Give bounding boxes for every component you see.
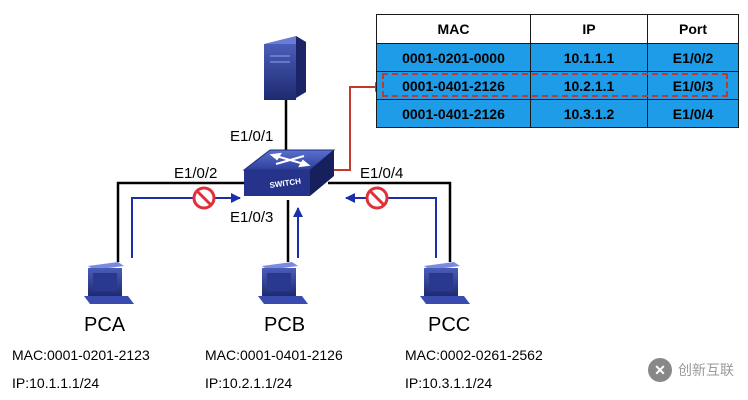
switch-icon: SWITCH: [242, 149, 336, 196]
flow-arrow-pcc: [345, 193, 437, 258]
column-header-port: Port: [647, 14, 739, 44]
table-header-row: MAC IP Port: [376, 14, 739, 44]
pc-icon: [258, 262, 308, 304]
port-label-server: E1/0/1: [230, 128, 274, 145]
host-ip-pca: IP:10.1.1.1/24: [12, 375, 100, 391]
host-mac-pcc: MAC:0002-0261-2562: [405, 347, 543, 363]
cell-mac: 0001-0201-0000: [376, 43, 531, 72]
host-name-pca: PCA: [84, 314, 126, 336]
watermark-text: 创新互联: [678, 362, 734, 378]
table-row: 0001-0401-2126 10.3.1.2 E1/0/4: [376, 99, 739, 128]
pc-icon: [84, 262, 134, 304]
watermark-logo-icon: ✕: [648, 358, 672, 382]
host-ip-pcb: IP:10.2.1.1/24: [205, 375, 293, 391]
cable-pcc: [328, 181, 452, 262]
cables: [116, 100, 452, 262]
host-name-pcb: PCB: [264, 314, 306, 336]
host-mac-pca: MAC:0001-0201-2123: [12, 347, 150, 363]
cell-mac: 0001-0401-2126: [376, 71, 531, 100]
block-icon: [192, 186, 216, 210]
flow-arrows: [131, 193, 437, 258]
cable-pca: [116, 181, 246, 262]
cell-port: E1/0/2: [647, 43, 739, 72]
server-icon: [264, 36, 306, 100]
pc-icon: [420, 262, 470, 304]
cell-port: E1/0/3: [647, 71, 739, 100]
port-label-pca: E1/0/2: [174, 165, 218, 182]
column-header-ip: IP: [530, 14, 648, 44]
cell-mac: 0001-0401-2126: [376, 99, 531, 128]
host-name-pcc: PCC: [428, 314, 471, 336]
cell-ip: 10.2.1.1: [530, 71, 648, 100]
flow-arrow-pca: [131, 193, 241, 258]
table-row-highlighted: 0001-0401-2126 10.2.1.1 E1/0/3: [376, 71, 739, 100]
watermark: ✕ 创新互联: [648, 358, 734, 382]
lookup-link: [330, 82, 385, 171]
switch-label: SWITCH: [269, 177, 302, 190]
cell-port: E1/0/4: [647, 99, 739, 128]
table-row: 0001-0201-0000 10.1.1.1 E1/0/2: [376, 43, 739, 72]
block-icon: [365, 186, 389, 210]
cell-ip: 10.3.1.2: [530, 99, 648, 128]
column-header-mac: MAC: [376, 14, 531, 44]
mac-address-table: MAC IP Port 0001-0201-0000 10.1.1.1 E1/0…: [376, 14, 739, 128]
host-ip-pcc: IP:10.3.1.1/24: [405, 375, 493, 391]
port-label-pcb: E1/0/3: [230, 209, 274, 226]
host-mac-pcb: MAC:0001-0401-2126: [205, 347, 343, 363]
port-label-pcc: E1/0/4: [360, 165, 404, 182]
cell-ip: 10.1.1.1: [530, 43, 648, 72]
